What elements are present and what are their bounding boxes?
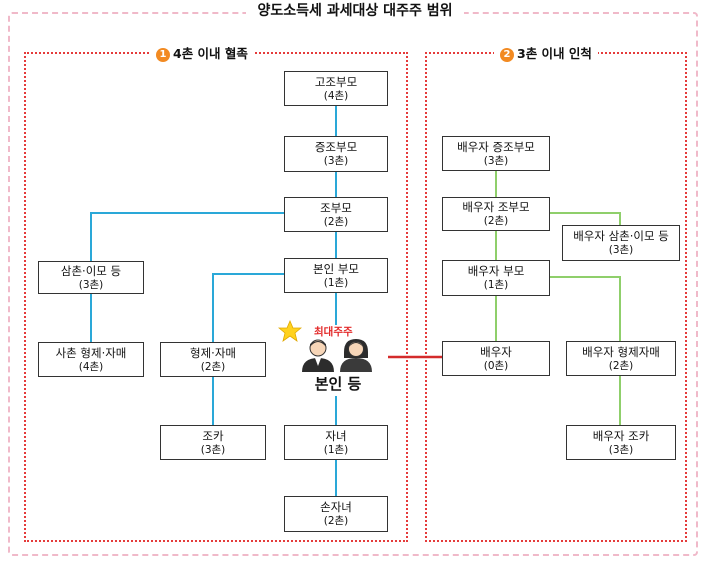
node-spouse-samchon: 배우자 삼촌·이모 등(3촌) [562,225,680,261]
node-spouse-jeungjobumo: 배우자 증조부모(3촌) [442,136,550,171]
diagram-title: 양도소득세 과세대상 대주주 범위 [0,0,710,20]
node-bonin-bumo: 본인 부모(1촌) [284,258,388,293]
node-sachon: 사촌 형제·자매(4촌) [38,342,144,377]
node-spouse: 배우자(0촌) [442,341,550,376]
node-hyeongje-jamae: 형제·자매(2촌) [160,342,266,377]
node-janyeo: 자녀(1촌) [284,425,388,460]
node-samchon-imo: 삼촌·이모 등(3촌) [38,261,144,294]
node-joka: 조카(3촌) [160,425,266,460]
largest-shareholder-badge: 최대주주 [314,326,353,338]
node-spouse-jobumo: 배우자 조부모(2촌) [442,197,550,231]
people-icon [302,339,372,372]
self-caption: 본인 등 [314,375,362,393]
star-icon [278,320,302,342]
node-spouse-bumo: 배우자 부모(1촌) [442,260,550,296]
node-jobumo: 조부모(2촌) [284,197,388,232]
node-gojobumo: 고조부모(4촌) [284,71,388,106]
node-spouse-joka: 배우자 조카(3촌) [566,425,676,460]
node-sonjanyeo: 손자녀(2촌) [284,496,388,532]
node-spouse-hyeongje: 배우자 형제자매(2촌) [566,341,676,376]
node-jeungjobumo: 증조부모(3촌) [284,136,388,172]
